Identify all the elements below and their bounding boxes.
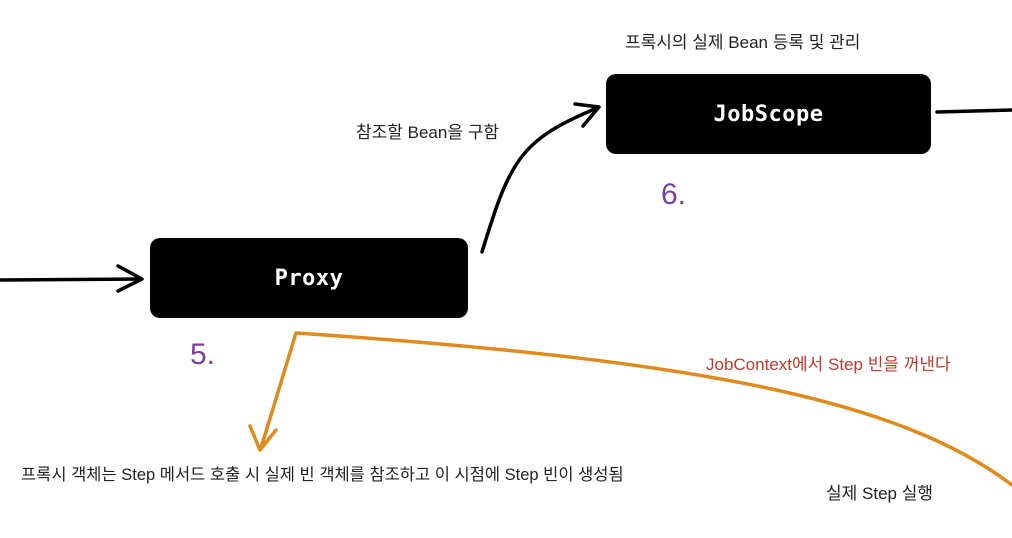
jobcontext-step-label: JobContext에서 Step 빈을 꺼낸다 [706, 355, 951, 374]
jobscope-outgoing-line [935, 108, 1012, 114]
step-number-five: 5. [190, 338, 216, 371]
orange-return-line [294, 331, 1012, 487]
orange-down-arrow [259, 331, 298, 450]
proxy-label: Proxy [274, 265, 344, 291]
jobscope-note-label: 프록시의 실제 Bean 등록 및 관리 [625, 33, 861, 52]
incoming-arrow [0, 277, 142, 282]
jobscope-box: JobScope [606, 74, 931, 154]
step-number-six: 6. [661, 178, 687, 211]
proxy-to-jobscope-arrow [480, 106, 599, 254]
orange-down-arrowhead [248, 424, 278, 452]
proxy-box: Proxy [150, 238, 468, 318]
proxy-to-jobscope-arrowhead [573, 102, 601, 128]
run-step-label: 실제 Step 실행 [826, 484, 933, 503]
incoming-arrowhead [116, 264, 144, 293]
jobscope-label: JobScope [713, 101, 824, 127]
proxy-note-label: 프록시 객체는 Step 메서드 호출 시 실제 빈 객체를 참조하고 이 시점… [21, 466, 624, 484]
get-bean-label: 참조할 Bean을 구함 [356, 123, 499, 142]
